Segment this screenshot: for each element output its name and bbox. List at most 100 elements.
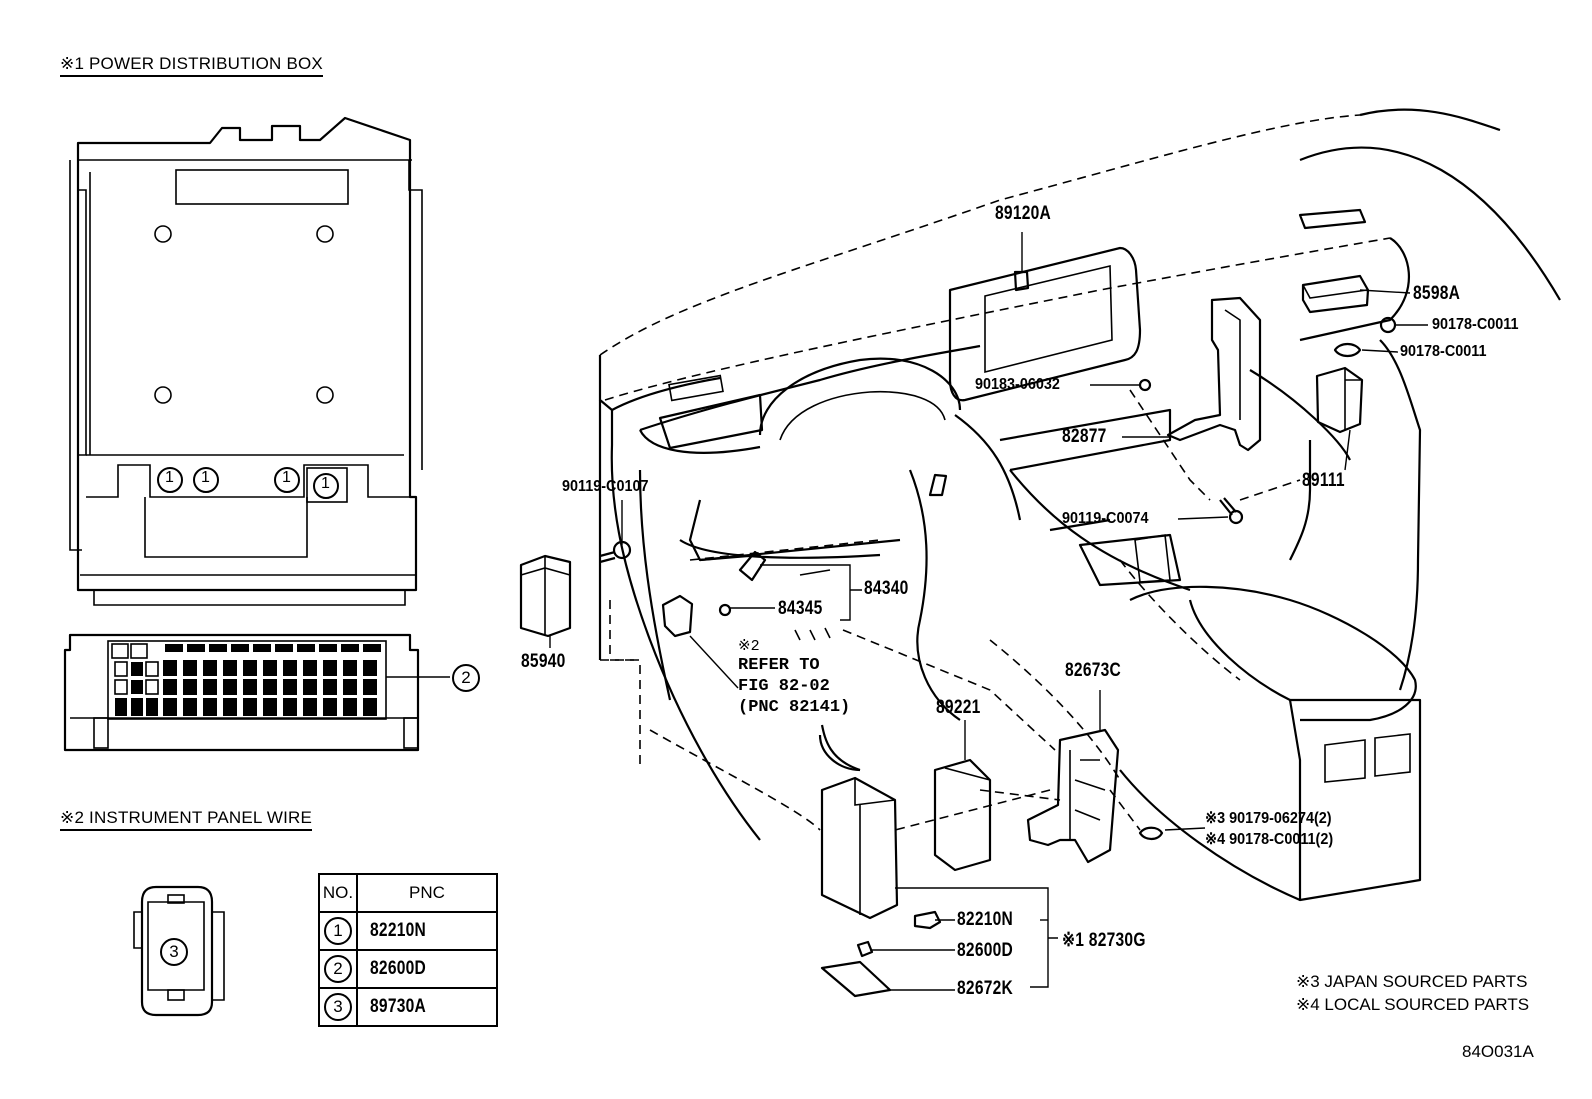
pnc-table: NO. PNC 1 82210N 2 82600D 3 89730A xyxy=(318,873,498,1027)
legend-local-sourced: ※4 LOCAL SOURCED PARTS xyxy=(1296,995,1530,1014)
callout-fuse-1c: 1 xyxy=(282,469,291,486)
fuse-cell xyxy=(183,679,197,695)
fuse-cell xyxy=(163,679,177,695)
callout-fuse-1b: 1 xyxy=(201,469,210,486)
fuse-cell xyxy=(223,660,237,676)
label-82877: 82877 xyxy=(1062,426,1107,447)
fuse-cell xyxy=(243,698,257,716)
leader-lines xyxy=(549,232,1428,991)
fuse-cell xyxy=(263,698,277,716)
fuse-cell xyxy=(203,660,217,676)
fuse-cell xyxy=(145,661,159,677)
fuse-cell xyxy=(263,660,277,676)
fuse-cell xyxy=(343,660,357,676)
fuse-cell xyxy=(303,698,317,716)
label-90179-06274: ※3 90179-06274(2) xyxy=(1205,810,1332,827)
table-row: 3 89730A xyxy=(318,987,498,1027)
fuse-cell xyxy=(209,644,227,652)
fuse-cell xyxy=(363,698,377,716)
fuse-cell xyxy=(187,644,205,652)
label-89111: 89111 xyxy=(1302,470,1345,491)
fuse-strip-drawing xyxy=(63,633,450,752)
label-82672K: 82672K xyxy=(957,978,1014,999)
callout-connector-3: 3 xyxy=(160,938,188,966)
power-distribution-box-header: ※1 POWER DISTRIBUTION BOX xyxy=(60,54,323,77)
label-8598A: 8598A xyxy=(1413,283,1461,304)
dashboard-drawing xyxy=(598,108,1561,902)
fuse-cell xyxy=(163,660,177,676)
table-row: 2 82600D xyxy=(318,949,498,989)
fuse-cell xyxy=(145,679,159,695)
callout-fuse-1a: 1 xyxy=(165,469,174,486)
label-84345: 84345 xyxy=(778,598,823,619)
refer-line-2: FIG 82-02 xyxy=(738,677,830,696)
fuse-cell xyxy=(323,698,337,716)
refer-line-3: (PNC 82141) xyxy=(738,698,851,717)
power-distribution-box-drawing xyxy=(69,116,423,606)
row-no: 3 xyxy=(318,987,358,1027)
fuse-cell xyxy=(203,679,217,695)
fuse-cell xyxy=(283,679,297,695)
instrument-panel-wire-header: ※2 INSTRUMENT PANEL WIRE xyxy=(60,808,313,831)
refer-note: ※2 REFER TO FIG 82-02 (PNC 82141) xyxy=(738,638,850,718)
row-no: 1 xyxy=(318,911,358,951)
fuse-cell xyxy=(165,644,183,652)
wire-connector-drawing xyxy=(133,885,225,1017)
row-pnc: 82210N xyxy=(356,911,498,951)
table-row: 1 82210N xyxy=(318,911,498,951)
fuse-cell xyxy=(183,698,197,716)
refer-line-1: REFER TO xyxy=(738,656,820,675)
fuse-cell xyxy=(283,698,297,716)
fuse-cell xyxy=(131,698,143,716)
fuse-cell xyxy=(130,643,148,659)
label-82210N: 82210N xyxy=(957,909,1014,930)
label-84340: 84340 xyxy=(864,578,909,599)
row-no: 2 xyxy=(318,949,358,989)
fuse-circles xyxy=(157,467,348,503)
label-82673C: 82673C xyxy=(1065,660,1122,681)
fuse-cell xyxy=(363,660,377,676)
label-90178-C0011-top: 90178-C0011 xyxy=(1432,316,1519,333)
row-pnc: 82600D xyxy=(356,949,498,989)
fuse-cell xyxy=(114,661,128,677)
label-85940: 85940 xyxy=(521,651,566,672)
fuse-cell xyxy=(114,679,128,695)
fuse-cell xyxy=(253,644,271,652)
fuse-cell xyxy=(243,660,257,676)
label-90119-C0107: 90119-C0107 xyxy=(562,478,649,495)
fuse-cell xyxy=(183,660,197,676)
legend-japan-sourced: ※3 JAPAN SOURCED PARTS xyxy=(1296,972,1528,991)
fuse-cell xyxy=(115,698,127,716)
callout-fuse-1d: 1 xyxy=(321,475,330,492)
fuse-cell xyxy=(275,644,293,652)
callout-fuse-2: 2 xyxy=(452,664,480,692)
fuse-cell xyxy=(363,679,377,695)
figure-code: 84O031A xyxy=(1462,1042,1534,1061)
pnc-table-header: NO. PNC xyxy=(318,873,498,913)
fuse-cell xyxy=(163,698,177,716)
fuse-cell xyxy=(303,660,317,676)
col-pnc-header: PNC xyxy=(356,873,498,913)
label-90178-C0011-mid: 90178-C0011 xyxy=(1400,343,1487,360)
fuse-cell xyxy=(319,644,337,652)
label-90119-C0074: 90119-C0074 xyxy=(1062,510,1149,527)
fuse-cell xyxy=(223,698,237,716)
fuse-cell xyxy=(223,679,237,695)
fuse-cell xyxy=(231,644,249,652)
label-82730G: ※1 82730G xyxy=(1062,930,1146,951)
fuse-cell xyxy=(343,679,357,695)
fuse-cell xyxy=(131,680,143,694)
label-89221: 89221 xyxy=(936,697,981,718)
parts-drawing xyxy=(519,270,1397,998)
fuse-cell xyxy=(363,644,381,652)
fuse-cell xyxy=(131,662,143,676)
fuse-cell xyxy=(111,643,129,659)
label-89120A: 89120A xyxy=(995,203,1052,224)
fuse-cell xyxy=(343,698,357,716)
fuse-cell xyxy=(323,660,337,676)
label-90178-C0011-local: ※4 90178-C0011(2) xyxy=(1205,831,1334,848)
fuse-cell xyxy=(283,660,297,676)
fuse-cell xyxy=(243,679,257,695)
label-82600D: 82600D xyxy=(957,940,1014,961)
